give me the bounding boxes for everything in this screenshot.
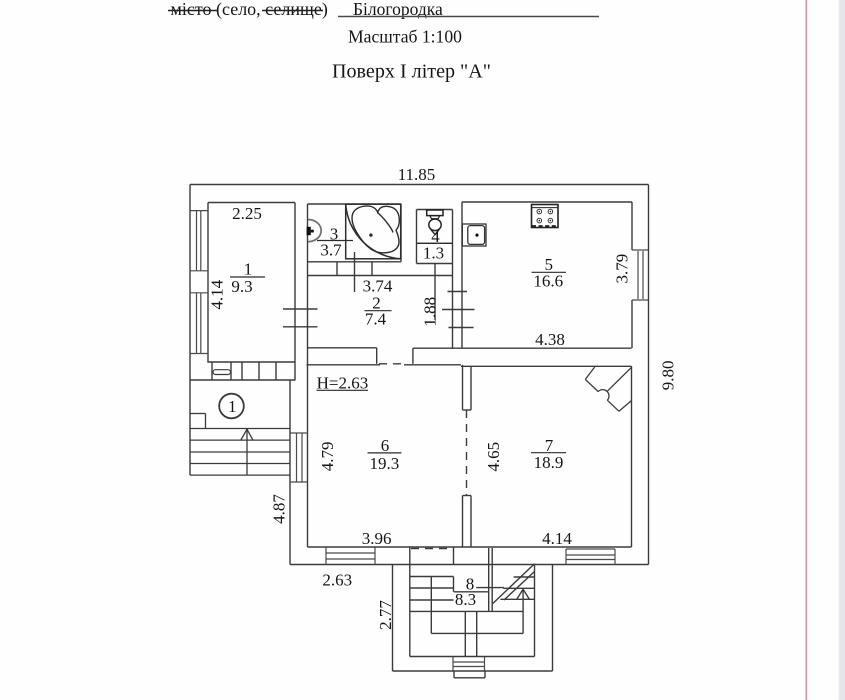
- svg-text:3: 3: [330, 225, 339, 244]
- svg-text:4.65: 4.65: [484, 442, 503, 472]
- svg-text:Поверх І літер "А": Поверх І літер "А": [332, 61, 491, 83]
- svg-text:4.79: 4.79: [318, 442, 337, 472]
- svg-text:8.3: 8.3: [455, 590, 476, 609]
- svg-text:4.14: 4.14: [208, 279, 227, 309]
- svg-text:4.14: 4.14: [542, 529, 572, 548]
- svg-text:3.79: 3.79: [613, 254, 632, 284]
- svg-text:5: 5: [545, 255, 554, 274]
- svg-text:1.3: 1.3: [423, 244, 444, 263]
- svg-text:3.74: 3.74: [363, 277, 393, 296]
- svg-text:4.87: 4.87: [270, 494, 289, 524]
- svg-text:8: 8: [466, 575, 475, 594]
- svg-text:6: 6: [381, 436, 390, 455]
- svg-text:1: 1: [244, 260, 253, 279]
- svg-text:Н=2.63: Н=2.63: [317, 374, 369, 393]
- svg-text:18.9: 18.9: [534, 453, 564, 472]
- svg-text:4.38: 4.38: [535, 330, 565, 349]
- svg-text:7: 7: [545, 436, 554, 455]
- svg-text:16.6: 16.6: [533, 272, 563, 291]
- svg-text:Масштаб 1:100: Масштаб 1:100: [348, 27, 462, 47]
- svg-text:2.25: 2.25: [232, 204, 262, 223]
- svg-text:3.7: 3.7: [320, 240, 342, 259]
- svg-text:9.3: 9.3: [231, 277, 252, 296]
- svg-text:1: 1: [228, 397, 237, 416]
- svg-text:11.85: 11.85: [398, 165, 436, 184]
- svg-text:2.63: 2.63: [322, 571, 352, 590]
- svg-text:2.77: 2.77: [376, 600, 395, 630]
- svg-text:19.3: 19.3: [370, 454, 400, 473]
- svg-text:3.96: 3.96: [362, 529, 392, 548]
- svg-text:9.80: 9.80: [659, 360, 678, 390]
- svg-text:4: 4: [431, 227, 440, 246]
- svg-text:1.88: 1.88: [420, 297, 439, 327]
- svg-text:2: 2: [372, 294, 381, 313]
- svg-text:місто (село, селище): місто (село, селище): [171, 0, 328, 20]
- svg-text:7.4: 7.4: [365, 310, 387, 329]
- svg-text:Білогородка: Білогородка: [353, 0, 443, 19]
